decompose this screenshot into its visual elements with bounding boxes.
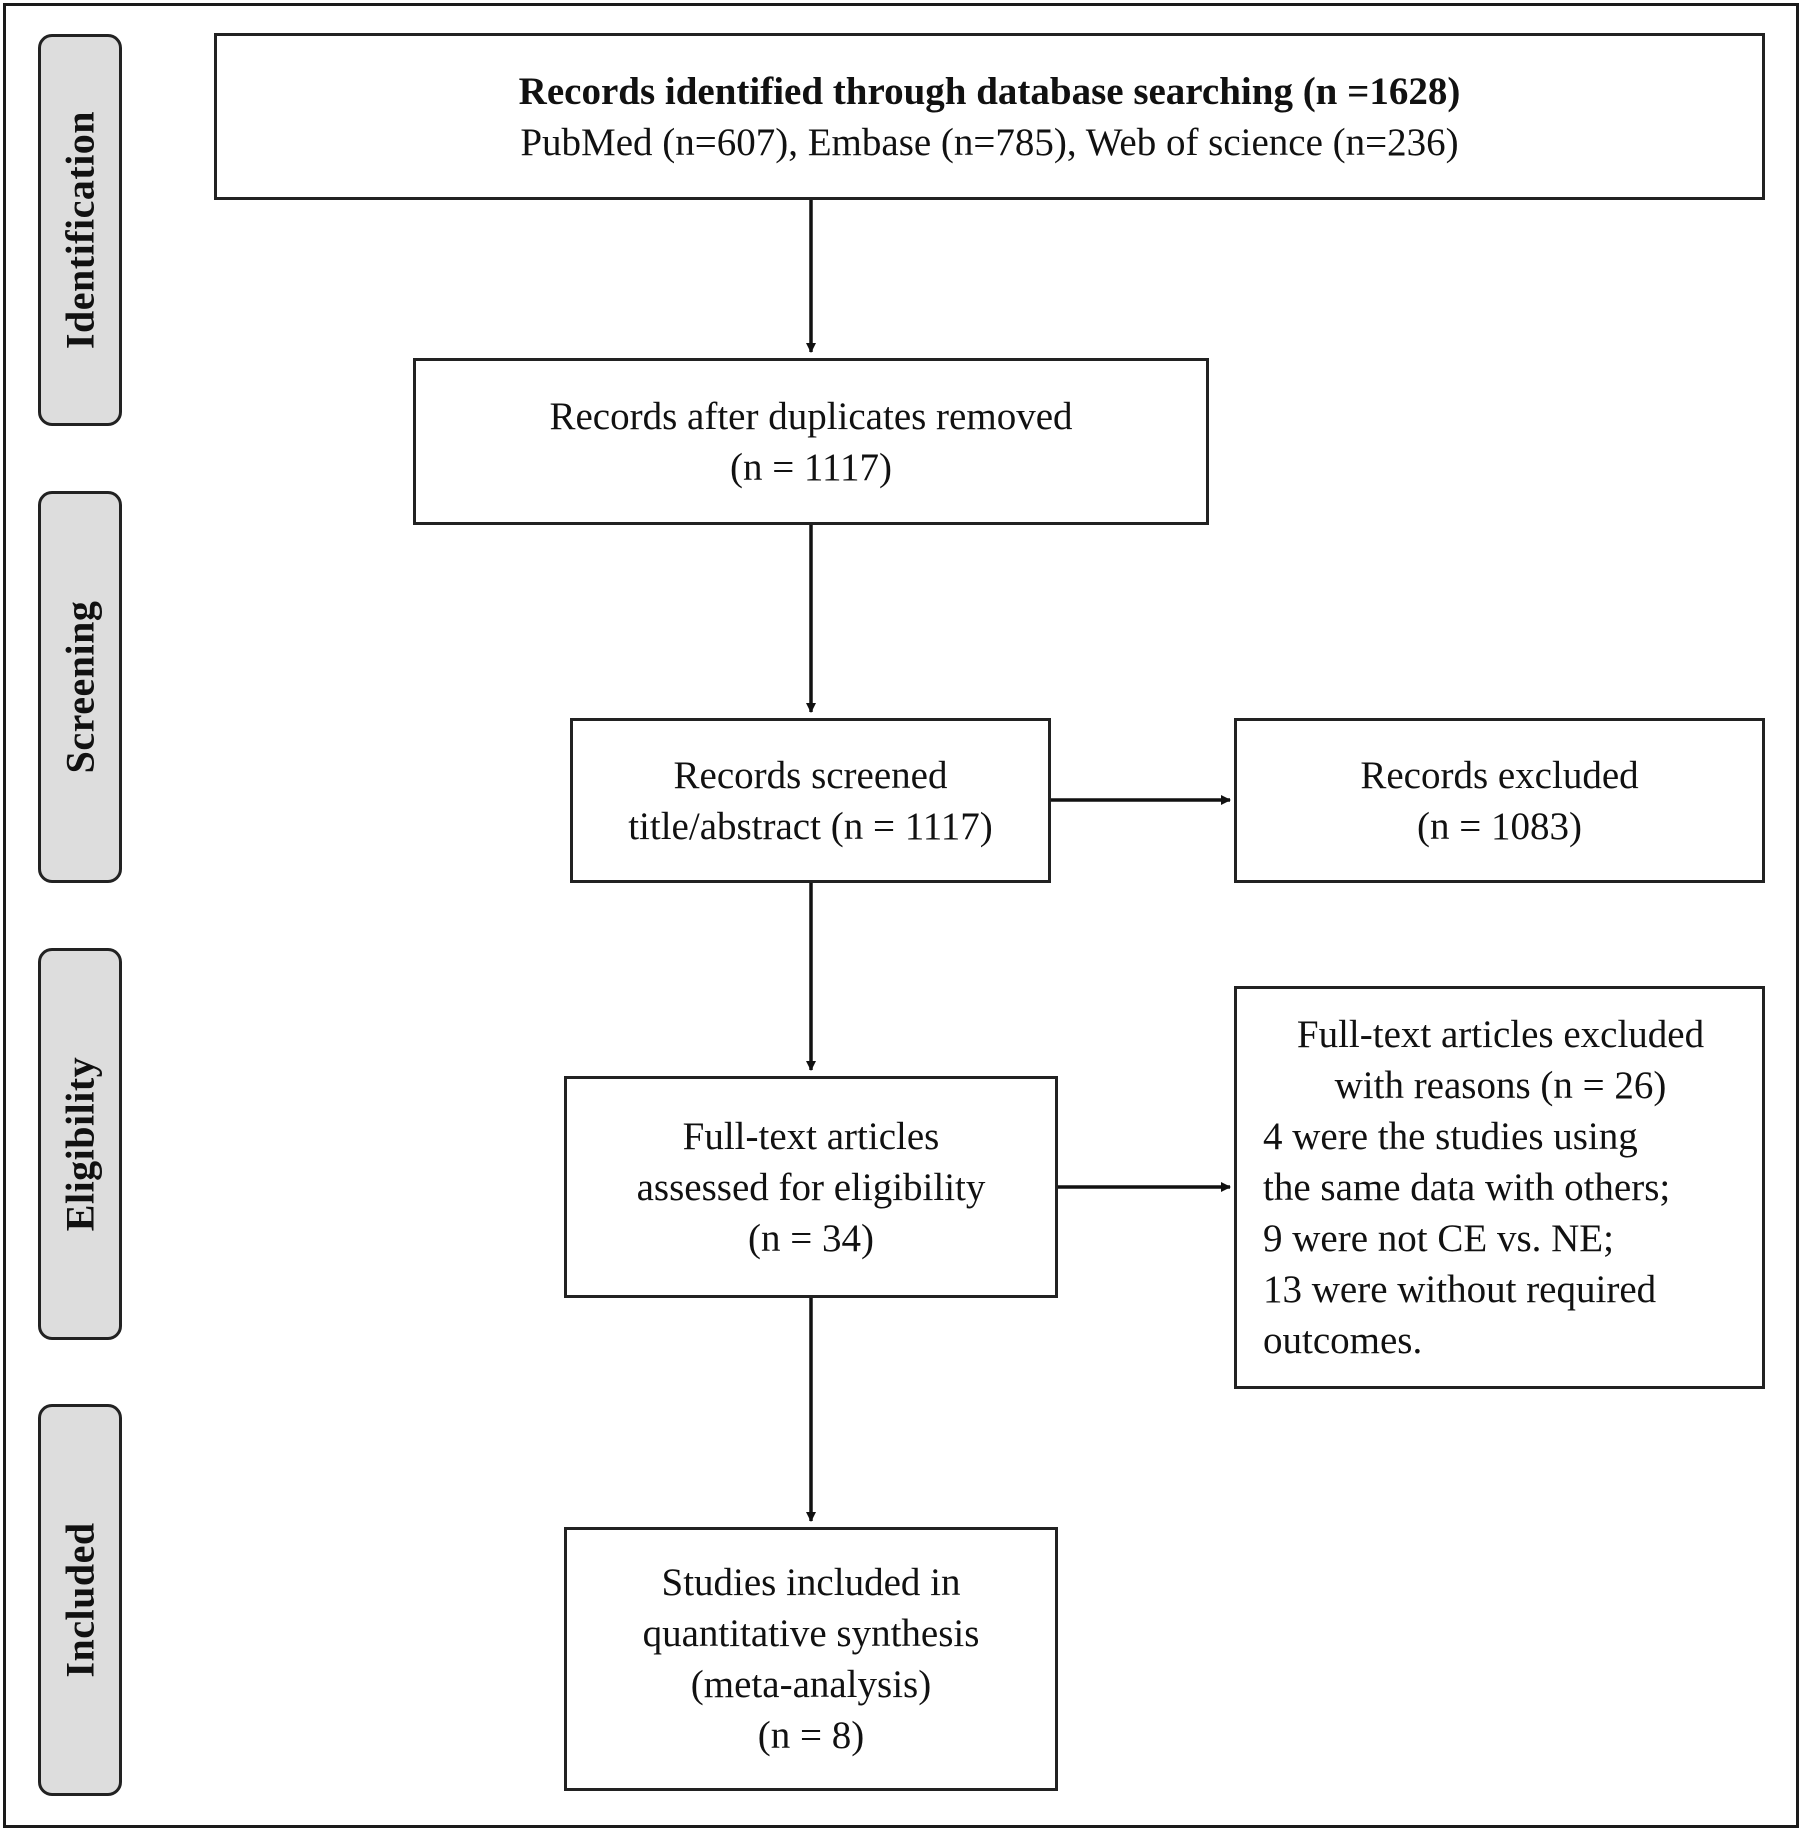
exclusion-reason: the same data with others;: [1263, 1166, 1671, 1209]
box-records-screened: Records screened title/abstract (n = 111…: [570, 718, 1051, 883]
screened-line1: Records screened: [673, 753, 948, 797]
records-identified-title: Records identified through database sear…: [518, 69, 1461, 113]
assessed-line2: assessed for eligibility: [636, 1165, 986, 1209]
exclusion-reason: 13 were without required: [1263, 1268, 1657, 1311]
included-line1: Studies included in: [661, 1561, 961, 1604]
deduplicated-line1: Records after duplicates removed: [549, 394, 1073, 438]
deduplicated-line2: (n = 1117): [729, 445, 893, 489]
stage-included: Included: [38, 1404, 122, 1796]
screened-line2: title/abstract (n = 1117): [628, 804, 993, 848]
exclusion-reason: 9 were not CE vs. NE;: [1263, 1217, 1614, 1260]
box-records-identified: Records identified through database sear…: [214, 33, 1765, 200]
box-records-excluded: Records excluded (n = 1083): [1234, 718, 1765, 883]
box-studies-included: Studies included in quantitative synthes…: [564, 1527, 1058, 1791]
fulltext-excluded-line1: Full-text articles excluded: [1296, 1013, 1705, 1056]
stage-screening: Screening: [38, 491, 122, 883]
stage-identification: Identification: [38, 34, 122, 426]
included-line2: quantitative synthesis: [642, 1612, 980, 1655]
assessed-line1: Full-text articles: [682, 1114, 940, 1158]
outer-frame: [3, 3, 1799, 1828]
records-identified-detail: PubMed (n=607), Embase (n=785), Web of s…: [520, 120, 1459, 164]
excluded-line1: Records excluded: [1360, 753, 1639, 797]
stage-eligibility: Eligibility: [38, 948, 122, 1340]
included-line3: (meta-analysis): [690, 1663, 932, 1706]
fulltext-excluded-line2: with reasons (n = 26): [1334, 1064, 1667, 1107]
excluded-line2: (n = 1083): [1417, 804, 1582, 848]
included-line4: (n = 8): [757, 1714, 865, 1757]
assessed-line3: (n = 34): [748, 1216, 874, 1260]
box-fulltext-assessed: Full-text articles assessed for eligibil…: [564, 1076, 1058, 1298]
exclusion-reason: outcomes.: [1263, 1319, 1423, 1362]
box-fulltext-excluded: Full-text articles excluded with reasons…: [1234, 986, 1765, 1389]
exclusion-reason: 4 were the studies using: [1263, 1115, 1638, 1158]
box-records-deduplicated: Records after duplicates removed (n = 11…: [413, 358, 1209, 525]
